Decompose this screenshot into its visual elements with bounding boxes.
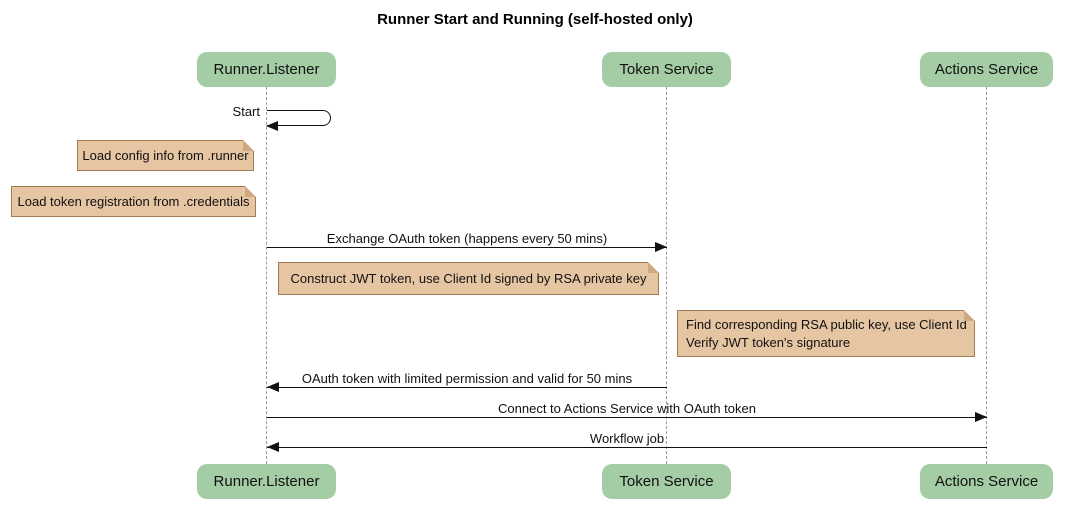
note-text: Load token registration from .credential…	[17, 193, 250, 209]
participant-token-service-top: Token Service	[602, 52, 731, 87]
message-line	[267, 247, 667, 248]
lifeline-token-service	[666, 87, 667, 464]
message-label-exchange-oauth: Exchange OAuth token (happens every 50 m…	[326, 231, 608, 246]
note-text: Load config info from .runner	[82, 147, 249, 163]
participant-label: Token Service	[619, 473, 714, 490]
message-label-connect: Connect to Actions Service with OAuth to…	[498, 401, 756, 416]
participant-label: Actions Service	[934, 473, 1039, 490]
note-construct-jwt: Construct JWT token, use Client Id signe…	[278, 262, 659, 295]
note-load-config: Load config info from .runner	[77, 140, 254, 171]
message-label-oauth-return: OAuth token with limited permission and …	[301, 371, 633, 386]
participant-actions-service-top: Actions Service	[920, 52, 1053, 87]
message-line	[267, 387, 667, 388]
arrowhead-left-icon	[267, 382, 279, 392]
arrowhead-right-icon	[975, 412, 987, 422]
participant-runner-listener-bottom: Runner.Listener	[197, 464, 336, 499]
message-label-start: Start	[232, 104, 260, 119]
lifeline-actions-service	[986, 87, 987, 464]
message-line	[267, 417, 987, 418]
message-label-workflow-job: Workflow job	[589, 431, 665, 446]
arrowhead-right-icon	[655, 242, 667, 252]
arrowhead-left-icon	[266, 121, 278, 131]
note-text-line2: Verify JWT token's signature	[686, 334, 851, 350]
lifeline-runner-listener	[266, 87, 267, 464]
participant-label: Runner.Listener	[213, 473, 320, 490]
arrowhead-left-icon	[267, 442, 279, 452]
note-text-line1: Find corresponding RSA public key, use C…	[686, 316, 967, 332]
note-text: Construct JWT token, use Client Id signe…	[290, 270, 647, 286]
participant-label: Runner.Listener	[213, 61, 320, 78]
message-line	[267, 447, 987, 448]
participant-runner-listener-top: Runner.Listener	[197, 52, 336, 87]
participant-token-service-bottom: Token Service	[602, 464, 731, 499]
note-verify-jwt: Find corresponding RSA public key, use C…	[677, 310, 975, 357]
participant-actions-service-bottom: Actions Service	[920, 464, 1053, 499]
participant-label: Actions Service	[934, 61, 1039, 78]
self-message-loop	[267, 110, 331, 126]
note-load-token-registration: Load token registration from .credential…	[11, 186, 256, 217]
participant-label: Token Service	[619, 61, 714, 78]
diagram-title: Runner Start and Running (self-hosted on…	[377, 11, 693, 28]
